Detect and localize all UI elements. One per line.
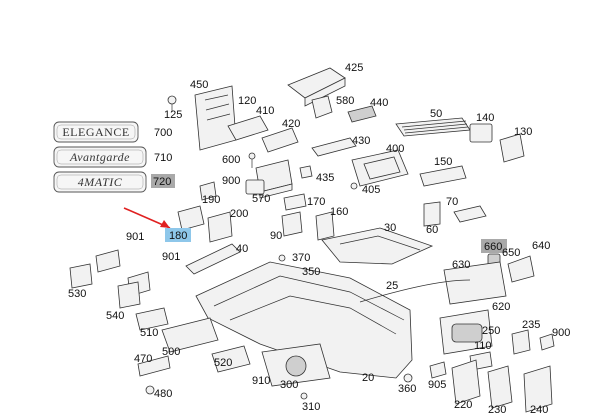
part-label-300: 300 (280, 379, 298, 391)
part-label-60: 60 (426, 224, 438, 236)
part-label-440: 440 (370, 97, 388, 109)
part-label-425: 425 (345, 62, 363, 74)
part-label-200: 200 (230, 208, 248, 220)
part-label-905: 905 (428, 379, 446, 391)
part-label-660-bg (481, 239, 507, 253)
part-label-235: 235 (522, 319, 540, 331)
part-label-720-bg (151, 174, 175, 188)
part-label-90: 90 (270, 230, 282, 242)
avantgarde-emblem: Avantgarde (53, 146, 147, 168)
part-label-190: 190 (202, 194, 220, 206)
part-drawings (69, 67, 555, 413)
4matic-text: 4MATIC (78, 175, 123, 189)
part-label-510: 510 (140, 327, 158, 339)
part-label-350: 350 (302, 266, 320, 278)
part-label-600: 600 (222, 154, 240, 166)
part-label-450: 450 (190, 79, 208, 91)
part-label-70: 70 (446, 196, 458, 208)
part-label-130: 130 (514, 126, 532, 138)
part-label-570: 570 (252, 193, 270, 205)
part-label-405: 405 (362, 184, 380, 196)
part-label-170: 170 (307, 196, 325, 208)
part-label-650: 650 (502, 247, 520, 259)
part-label-640: 640 (532, 240, 550, 252)
part-label-220: 220 (454, 399, 472, 411)
part-label-370: 370 (292, 252, 310, 264)
part-label-430: 430 (352, 135, 370, 147)
part-label-310: 310 (302, 401, 320, 413)
part-label-910: 910 (252, 375, 270, 387)
part-label-520: 520 (214, 357, 232, 369)
part-label-900-right: 900 (552, 327, 570, 339)
pointer-arrow (123, 207, 171, 229)
part-label-500: 500 (162, 346, 180, 358)
part-label-710: 710 (154, 152, 172, 164)
part-label-40: 40 (236, 243, 248, 255)
highlighted-part-label-180[interactable]: 180 (169, 230, 187, 242)
part-label-700: 700 (154, 127, 172, 139)
part-label-400: 400 (386, 143, 404, 155)
part-label-540: 540 (106, 310, 124, 322)
part-label-580: 580 (336, 95, 354, 107)
part-label-900-top: 900 (222, 175, 240, 187)
avantgarde-text: Avantgarde (69, 150, 130, 164)
part-label-470: 470 (134, 353, 152, 365)
highlighted-part-180-bg (165, 228, 191, 242)
elegance-text: ELEGANCE (62, 125, 129, 139)
part-label-140: 140 (476, 112, 494, 124)
part-label-530: 530 (68, 288, 86, 300)
part-label-435: 435 (316, 172, 334, 184)
part-label-150: 150 (434, 156, 452, 168)
part-label-660: 660 (484, 241, 502, 253)
part-label-30: 30 (384, 222, 396, 234)
part-label-50: 50 (430, 108, 442, 120)
part-label-25: 25 (386, 280, 398, 292)
part-label-480: 480 (154, 388, 172, 400)
part-label-630: 630 (452, 259, 470, 271)
part-label-360: 360 (398, 383, 416, 395)
part-labels: 425 450 125 120 410 580 440 50 140 130 7… (68, 62, 570, 416)
part-label-250: 250 (482, 325, 500, 337)
part-label-620: 620 (492, 301, 510, 313)
part-label-720: 720 (153, 176, 171, 188)
elegance-emblem: ELEGANCE (53, 121, 139, 143)
part-label-230: 230 (488, 404, 506, 416)
part-label-125: 125 (164, 109, 182, 121)
4matic-emblem: 4MATIC (53, 171, 147, 193)
part-label-240: 240 (530, 404, 548, 416)
part-label-901-left: 901 (126, 231, 144, 243)
part-label-160: 160 (330, 206, 348, 218)
part-label-420: 420 (282, 118, 300, 130)
part-label-120: 120 (238, 95, 256, 107)
part-label-410: 410 (256, 105, 274, 117)
part-label-901-mid: 901 (162, 251, 180, 263)
part-label-20: 20 (362, 372, 374, 384)
part-label-110: 110 (474, 340, 492, 352)
